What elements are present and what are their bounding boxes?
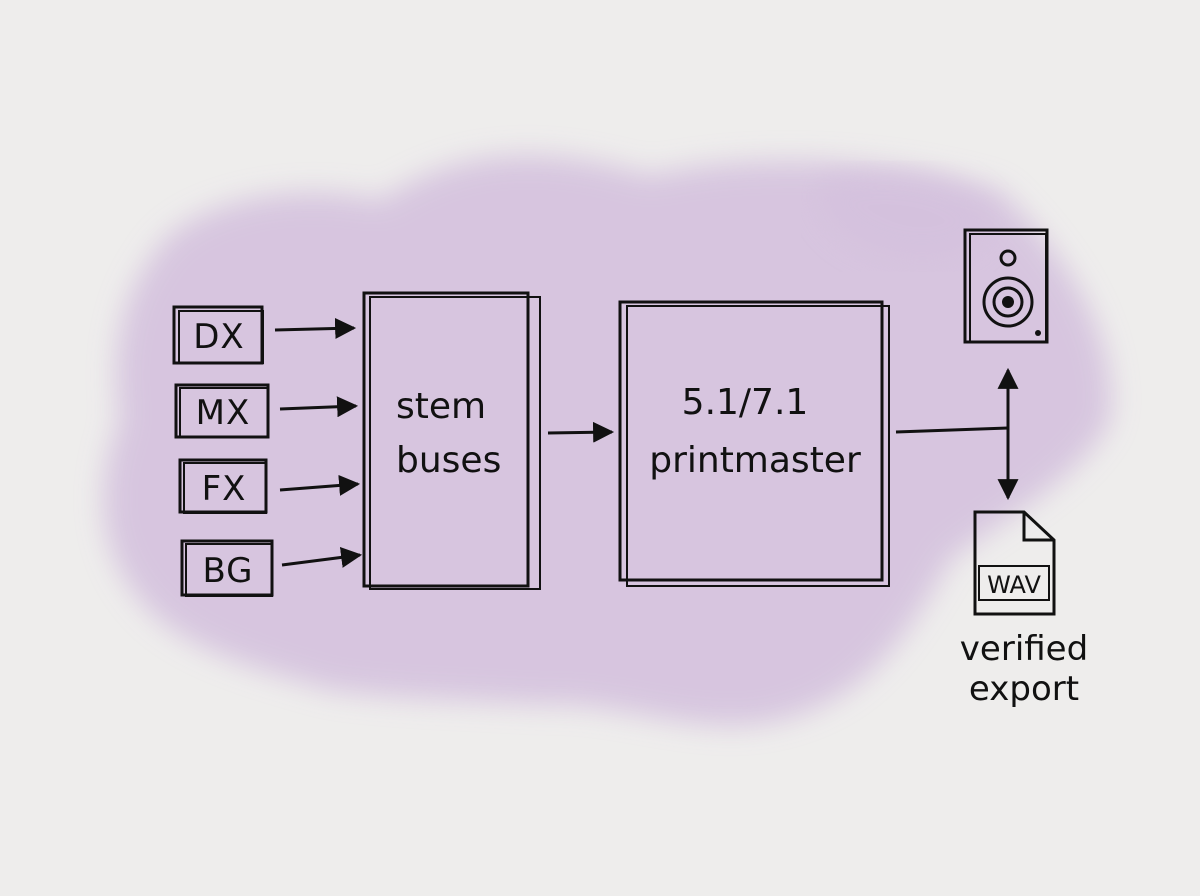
printmaster-line2: printmaster <box>649 440 861 481</box>
arrow-stem-to-printmaster <box>547 421 615 443</box>
input-mx: MX <box>174 383 270 439</box>
input-dx: DX <box>172 305 264 365</box>
arrow-mx <box>279 396 359 418</box>
input-bg: BG <box>180 539 274 597</box>
input-label-fx: FX <box>202 469 247 509</box>
output-caption-line1: verified <box>960 629 1088 669</box>
printmaster-line1: 5.1/7.1 <box>682 382 809 423</box>
file-icon: WAV <box>973 510 1056 616</box>
speaker-icon <box>963 228 1049 344</box>
output-caption-line2: export <box>969 669 1079 709</box>
input-label-mx: MX <box>196 393 251 433</box>
arrow-fx <box>279 474 361 496</box>
file-label: WAV <box>987 571 1041 599</box>
input-label-dx: DX <box>193 317 244 357</box>
printmaster-box: 5.1/7.1 printmaster <box>618 300 890 587</box>
stem-buses-line2: buses <box>396 440 501 481</box>
input-label-bg: BG <box>202 551 253 591</box>
output-branch <box>895 367 1019 501</box>
input-arrows <box>274 317 363 568</box>
stem-buses-line1: stem <box>396 386 486 427</box>
arrow-bg <box>281 546 363 568</box>
stem-buses-box: stem buses <box>362 291 541 590</box>
input-fx: FX <box>178 458 268 514</box>
arrow-dx <box>274 317 357 339</box>
